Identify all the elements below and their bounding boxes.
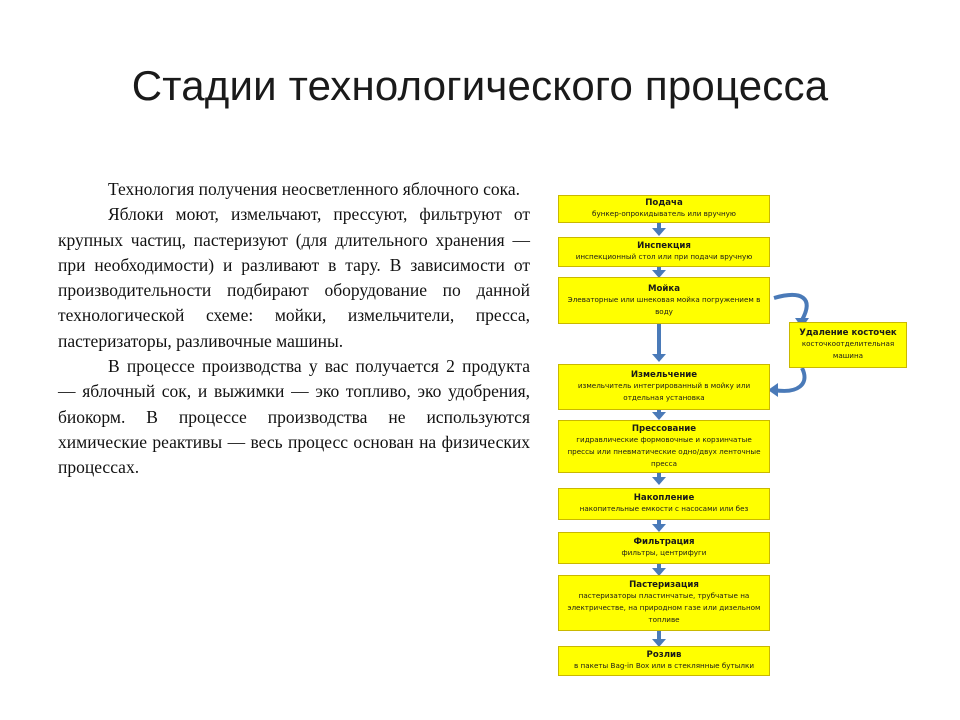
stage-feeding: Подача бункер-опрокидыватель или вручную <box>558 195 770 223</box>
stage-feeding-desc: бункер-опрокидыватель или вручную <box>592 209 736 218</box>
curve-arrow-from-side-head <box>768 383 778 397</box>
stage-filtration: Фильтрация фильтры, центрифуги <box>558 532 770 564</box>
stage-side-pitting-desc: косточкоотделительная машина <box>801 339 895 360</box>
paragraph-process: Яблоки моют, измельчают, прессуют, фильт… <box>58 204 530 351</box>
stage-side-pitting-name: Удаление косточек <box>799 328 897 338</box>
stage-bottling-desc: в пакеты Bag-in Box или в стеклянные бут… <box>573 661 754 670</box>
stage-accumulation: Накопление накопительные емкости с насос… <box>558 488 770 520</box>
stage-pressing-desc: гидравлические формовочные и корзинчатые… <box>567 434 761 468</box>
stage-crushing-name: Измельчение <box>630 370 698 380</box>
process-flowchart: Подача бункер-опрокидыватель или вручную… <box>552 190 932 680</box>
stage-washing-name: Мойка <box>647 283 681 294</box>
arrow-7 <box>657 564 661 569</box>
arrow-8-head <box>652 639 666 647</box>
arrow-3-head <box>652 354 666 362</box>
arrow-8 <box>657 630 661 639</box>
stage-pressing-name: Прессование <box>631 423 697 434</box>
arrow-6 <box>657 520 661 525</box>
stage-accumulation-desc: накопительные емкости с насосами или без <box>579 504 749 513</box>
stage-inspection: Инспекция инспекционный стол или при под… <box>558 237 770 267</box>
stage-filtration-desc: фильтры, центрифуги <box>621 548 707 557</box>
stage-washing: Мойка Элеваторные или шнековая мойка пог… <box>558 277 770 324</box>
stage-pressing: Прессование гидравлические формовочные и… <box>558 420 770 473</box>
slide-title: Стадии технологического процесса <box>131 62 829 109</box>
arrow-2-head <box>652 270 666 278</box>
arrow-1 <box>657 222 661 230</box>
arrow-2 <box>657 266 661 270</box>
body-text: Технология получения неосветленного ябло… <box>58 177 530 481</box>
stage-filtration-name: Фильтрация <box>633 537 695 547</box>
stage-side-pitting: Удаление косточек косточкоотделительная … <box>789 322 907 368</box>
stage-feeding-name: Подача <box>645 198 683 208</box>
curve-arrow-to-side <box>773 293 809 321</box>
stage-inspection-desc: инспекционный стол или при подачи вручну… <box>575 252 753 261</box>
stage-washing-desc: Элеваторные или шнековая мойка погружени… <box>567 294 761 316</box>
arrow-1-head <box>652 228 666 236</box>
arrow-5 <box>657 473 661 478</box>
stage-pasteurization: Пастеризация пастеризаторы пластинчатые,… <box>558 575 770 631</box>
stage-inspection-name: Инспекция <box>637 241 691 251</box>
stage-pasteurization-name: Пастеризация <box>629 580 699 590</box>
stage-bottling-name: Розлив <box>646 650 682 660</box>
stage-bottling: Розлив в пакеты Bag-in Box или в стеклян… <box>558 646 770 676</box>
arrow-5-head <box>652 477 666 485</box>
paragraph-products: В процессе производства у вас получается… <box>58 356 530 478</box>
stage-accumulation-name: Накопление <box>633 493 695 503</box>
arrow-7-head <box>652 568 666 576</box>
paragraph-intro: Технология получения неосветленного ябло… <box>108 179 521 199</box>
stage-pasteurization-desc: пастеризаторы пластинчатые, трубчатые на… <box>567 591 761 624</box>
arrow-6-head <box>652 524 666 532</box>
curve-arrow-from-side <box>773 367 807 393</box>
arrow-4-head <box>652 412 666 420</box>
stage-crushing: Измельчение измельчитель интегрированный… <box>558 364 770 410</box>
stage-crushing-desc: измельчитель интегрированный в мойку или… <box>577 381 751 402</box>
arrow-3 <box>657 324 661 358</box>
